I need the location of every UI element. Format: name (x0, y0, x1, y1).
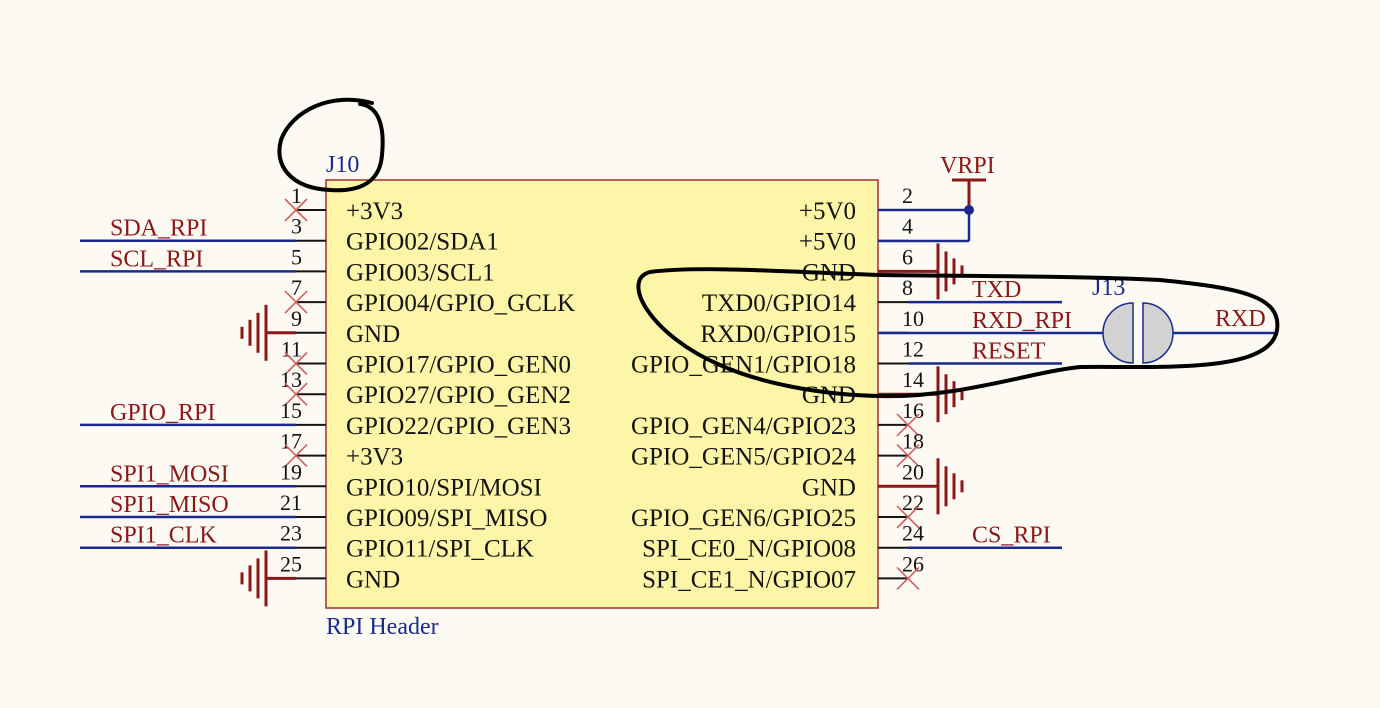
net-label: SDA_RPI (110, 216, 207, 242)
hand-drawn-circle-j10 (277, 97, 385, 193)
net-label: RESET (972, 339, 1046, 365)
pin-number: 25 (280, 551, 302, 576)
pin-name: TXD0/GPIO14 (702, 290, 857, 317)
pin-name: GPIO09/SPI_MISO (346, 505, 547, 532)
hand-drawn-loop-uart (636, 267, 1280, 399)
vrpi-power-port[interactable]: VRPI (940, 153, 995, 210)
pin-name: GND (346, 566, 400, 593)
j13-jumper[interactable]: J13 RXD (878, 275, 1278, 364)
pin-number: 5 (291, 244, 302, 269)
net-label: SPI1_MOSI (110, 461, 229, 487)
pin-number: 18 (902, 429, 924, 454)
pin-number: 26 (902, 551, 924, 576)
pin-name: GPIO17/GPIO_GEN0 (346, 352, 571, 379)
pin-number: 14 (902, 367, 924, 392)
pin-name: GPIO03/SCL1 (346, 259, 495, 286)
net-label: GPIO_RPI (110, 400, 215, 426)
no-connect-icon (896, 566, 920, 590)
no-connect-icon (284, 351, 308, 376)
pin-name: GPIO27/GPIO_GEN2 (346, 382, 571, 409)
pin-name: GPIO10/SPI/MOSI (346, 474, 542, 501)
no-connect-icon (284, 290, 308, 314)
pin-number: 19 (280, 459, 302, 484)
net-label: CS_RPI (972, 523, 1051, 549)
pin-number: 15 (280, 398, 302, 423)
pin-name: GPIO_GEN4/GPIO23 (631, 413, 856, 440)
pin-number: 23 (280, 521, 302, 546)
power-port-label: VRPI (940, 153, 995, 179)
pin-name: +3V3 (346, 444, 403, 471)
net-label: TXD (972, 277, 1021, 303)
component-comment: RPI Header (326, 614, 439, 640)
no-connect-icon (284, 382, 308, 406)
no-connect-icon (896, 444, 920, 468)
component-body[interactable] (325, 179, 879, 609)
pin-name: GPIO11/SPI_CLK (346, 536, 534, 563)
pin-number: 2 (902, 183, 913, 208)
junction-dot (964, 205, 974, 215)
pin-name: +5V0 (799, 198, 856, 225)
pin-number: 4 (902, 214, 913, 239)
pin-name: GND (802, 474, 856, 501)
pin-number: 21 (280, 490, 302, 515)
net-label: SCL_RPI (110, 246, 203, 272)
pin-name: +5V0 (799, 229, 856, 256)
pin-name: +3V3 (346, 198, 403, 225)
jumper-net-label: RXD (1215, 306, 1266, 332)
pin-name: GPIO22/GPIO_GEN3 (346, 413, 571, 440)
pin-name: GPIO_GEN6/GPIO25 (631, 505, 856, 532)
pin-number: 10 (902, 306, 924, 331)
no-connect-icon (284, 198, 308, 222)
pin-name: RXD0/GPIO15 (700, 321, 856, 348)
pin-number: 8 (902, 275, 913, 300)
net-label: SPI1_CLK (110, 523, 217, 549)
net-label: SPI1_MISO (110, 492, 229, 518)
pin-name: GND (346, 321, 400, 348)
no-connect-icon (896, 413, 920, 437)
pin-number: 6 (902, 244, 913, 269)
no-connect-icon (284, 444, 308, 468)
pin-name: SPI_CE0_N/GPIO08 (642, 536, 856, 563)
pin-number: 22 (902, 490, 924, 515)
pin-number: 1 (291, 183, 302, 208)
pin-number: 20 (902, 459, 924, 484)
net-label: RXD_RPI (972, 308, 1072, 334)
pin-number: 17 (280, 429, 302, 454)
pin-name: GPIO_GEN5/GPIO24 (631, 444, 857, 471)
component-designator: J10 (326, 152, 359, 178)
pin-number: 11 (281, 337, 302, 362)
pin-name: GPIO02/SDA1 (346, 229, 499, 256)
pin-number: 9 (291, 306, 302, 331)
pin-number: 12 (902, 337, 924, 362)
no-connect-icon (896, 505, 920, 529)
pin-name: SPI_CE1_N/GPIO07 (642, 566, 856, 593)
pin-number: 16 (902, 398, 924, 423)
pin-name: GPIO04/GPIO_GCLK (346, 290, 575, 317)
pin-number: 13 (280, 367, 302, 392)
pin-number: 3 (291, 214, 302, 239)
pin-number: 24 (902, 521, 924, 546)
pin-number: 7 (291, 275, 302, 300)
